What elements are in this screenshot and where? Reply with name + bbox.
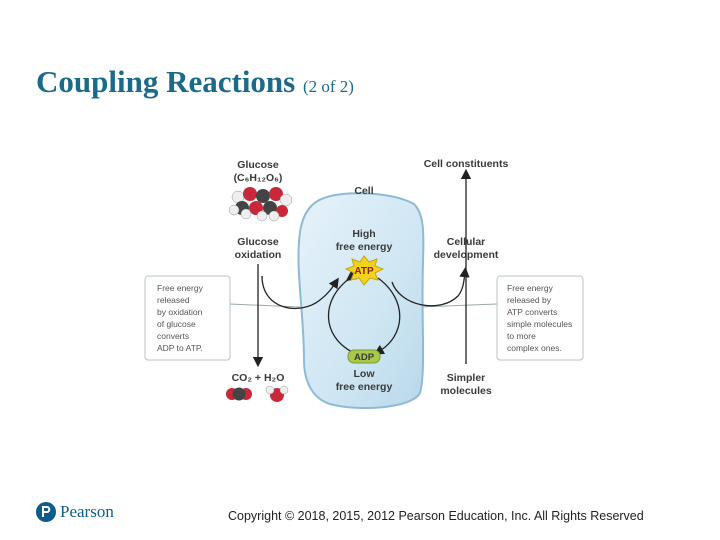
right-box-line-2: released by: [507, 295, 552, 305]
pearson-logo: Pearson: [36, 502, 114, 522]
left-box-line-3: by oxidation: [157, 307, 203, 317]
atp-to-adp-arrow: [373, 277, 401, 355]
low-energy-label-1: Low: [354, 368, 376, 380]
left-box-line-5: converts: [157, 331, 189, 341]
simpler-molecules-label-2: molecules: [440, 385, 492, 397]
co2-molecule-icon: [226, 387, 252, 401]
right-box-line-6: complex ones.: [507, 343, 562, 353]
glucose-label: Glucose: [237, 159, 279, 171]
low-energy-label-2: free energy: [336, 381, 393, 393]
left-connector-line: [229, 303, 301, 308]
products-label: CO₂ + H₂O: [232, 372, 285, 384]
left-box-line-2: released: [157, 295, 190, 305]
adp-label: ADP: [354, 352, 375, 363]
left-box-line-4: of glucose: [157, 319, 196, 329]
cell-body: [297, 192, 425, 410]
glucose-oxidation-label-2: oxidation: [235, 249, 282, 261]
right-box-line-1: Free energy: [507, 283, 554, 293]
high-energy-label-1: High: [352, 228, 375, 240]
slide-title: Coupling Reactions (2 of 2): [36, 64, 354, 100]
glucose-molecule-icon: [228, 187, 293, 222]
atp-burst-icon: [344, 255, 385, 286]
high-energy-label-2: free energy: [336, 241, 393, 253]
glucose-oxidation-label-1: Glucose: [237, 236, 279, 248]
title-suffix: (2 of 2): [302, 77, 354, 96]
right-info-box: [496, 275, 584, 361]
atp-label: ATP: [354, 266, 374, 277]
pearson-logo-text: Pearson: [60, 502, 114, 521]
left-info-box: [144, 275, 231, 361]
cell-constituents-label: Cell constituents: [424, 158, 509, 170]
simpler-molecules-label-1: Simpler: [447, 372, 486, 384]
right-box-line-3: ATP converts: [507, 307, 557, 317]
title-main: Coupling Reactions: [36, 64, 296, 99]
right-connector-line: [419, 303, 498, 308]
copyright-text: Copyright © 2018, 2015, 2012 Pearson Edu…: [228, 509, 644, 523]
atp-energy-release-arrow: [391, 266, 470, 307]
h2o-molecule-icon: [265, 385, 289, 402]
adp-badge: [347, 349, 381, 364]
right-box-line-5: to more: [507, 331, 536, 341]
cell-label: Cell: [354, 185, 373, 197]
left-box-line-6: ADP to ATP.: [157, 343, 203, 353]
glucose-formula: (C₆H₁₂O₆): [234, 172, 283, 184]
right-box-line-4: simple molecules: [507, 319, 572, 329]
pearson-logo-icon: [36, 502, 56, 522]
left-box-line-1: Free energy: [157, 283, 204, 293]
energy-to-atp-arrow: [261, 275, 339, 309]
adp-to-atp-arrow: [327, 270, 358, 353]
